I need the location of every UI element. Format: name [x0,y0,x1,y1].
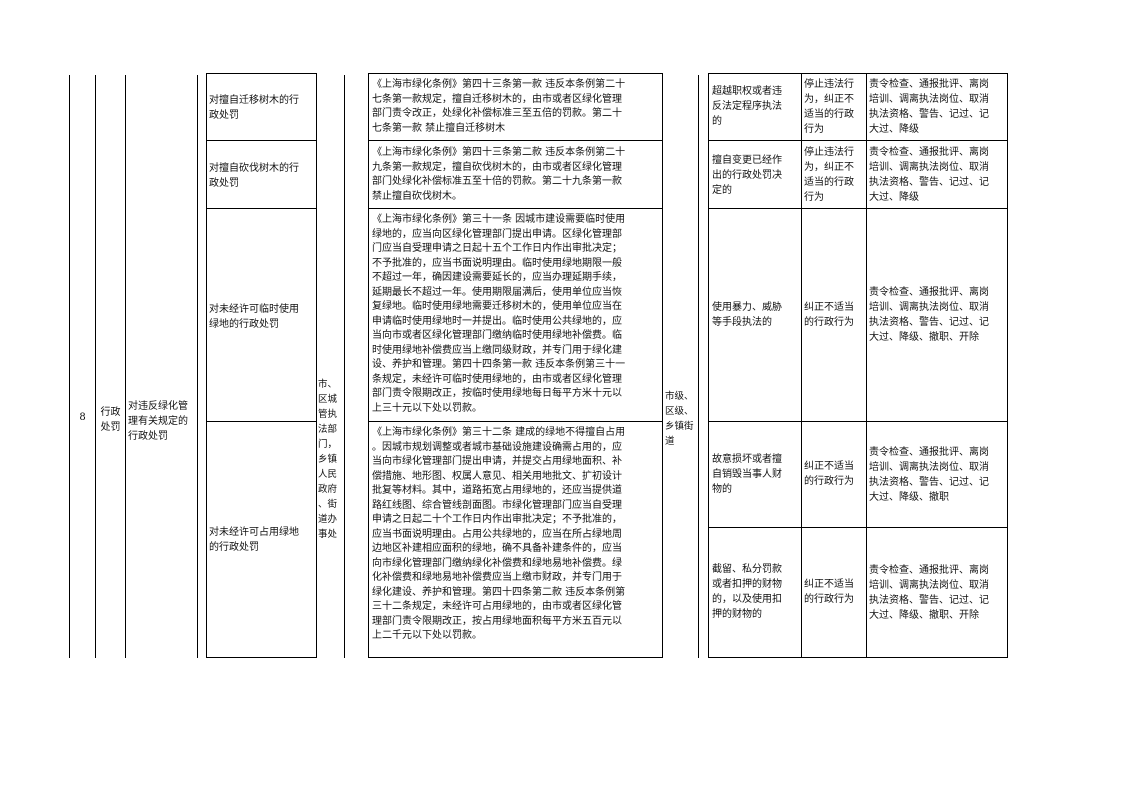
responsibility-sanction: 责令检查、通报批评、离岗 培训、调离执法岗位、取消 执法资格、警告、记过、记 大… [869,565,989,621]
legal-basis: 《上海市绿化条例》第四十三条第二款 违反本条例第二十 九条第一款规定，擅自砍伐树… [372,147,626,202]
responsibility-circumstance: 超越职权或者违 反法定程序执法 的 [712,86,782,127]
grid-line [708,140,1008,141]
grid-line [368,73,663,74]
grid-line [125,75,126,658]
grid-line [368,657,663,658]
responsibility-violation: 纠正不适当 的行政行为 [804,579,854,605]
grid-line [662,73,663,658]
grid-line [206,657,317,658]
grid-line [708,527,1008,528]
grid-line [206,421,317,422]
row-item: 对违反绿化管 理有关规定的 行政处罚 [128,401,188,442]
responsibility-sanction: 责令检查、通报批评、离岗 培训、调离执法岗位、取消 执法资格、警告、记过、记 大… [869,287,989,343]
responsibility-violation: 停止违法行 为，纠正不 适当的行政 行为 [804,147,854,203]
sub-item-name: 对擅自迁移树木的行 政处罚 [209,95,299,121]
grid-line [698,75,699,658]
responsibility-circumstance: 擅自变更已经作 出的行政处罚决 定的 [712,155,782,196]
responsibility-circumstance: 截留、私分罚款 或者扣押的财物 的，以及使用扣 押的财物的 [712,564,782,620]
grid-line [368,421,663,422]
grid-line [95,75,96,658]
grid-line [708,73,1008,74]
responsibility-violation: 停止违法行 为，纠正不 适当的行政 行为 [804,79,854,135]
grid-line [368,140,663,141]
grid-line [197,75,198,658]
responsibility-sanction: 责令检查、通报批评、离岗 培训、调离执法岗位、取消 执法资格、警告、记过、记 大… [869,447,989,503]
grid-line [708,657,1008,658]
legal-basis: 《上海市绿化条例》第四十三条第一款 违反本条例第二十 七条第一款规定，擅自迁移树… [372,79,626,134]
grid-line [866,73,867,658]
responsibility-violation: 纠正不适当 的行政行为 [804,461,854,487]
legal-basis: 《上海市绿化条例》第三十一条 因城市建设需要临时使用 绿地的，应当向区绿化管理部… [372,214,626,414]
responsibility-violation: 纠正不适当 的行政行为 [804,302,854,328]
grid-line [206,73,317,74]
row-category: 行政 处罚 [100,407,121,433]
row-level: 市级、 区级、 乡镇街 道 [665,391,694,447]
responsibility-sanction: 责令检查、通报批评、离岗 培训、调离执法岗位、取消 执法资格、警告、记过、记 大… [869,79,989,135]
grid-line [368,208,663,209]
grid-line [1007,73,1008,658]
grid-line [206,140,317,141]
legal-basis: 《上海市绿化条例》第三十二条 建成的绿地不得擅自占用 。因城市规划调整或者城市基… [372,427,626,641]
sub-item-name: 对擅自砍伐树木的行 政处罚 [209,163,299,189]
sub-item-name: 对未经许可占用绿地 的行政处罚 [209,527,299,553]
responsibility-circumstance: 使用暴力、威胁 等手段执法的 [712,302,782,328]
grid-line [344,75,345,658]
grid-line [708,421,1008,422]
row-number: 8 [79,412,86,423]
grid-line [708,73,709,658]
sub-item-name: 对未经许可临时使用 绿地的行政处罚 [209,304,299,330]
grid-line [708,208,1008,209]
grid-line [368,73,369,658]
grid-line [316,73,317,658]
responsibility-sanction: 责令检查、通报批评、离岗 培训、调离执法岗位、取消 执法资格、警告、记过、记 大… [869,147,989,203]
row-subject: 市、区城 管执法部 门，乡镇 人民政府 、街道办 事处 [318,379,338,540]
grid-line [206,208,317,209]
grid-line [801,73,802,658]
grid-line [69,75,70,658]
responsibility-circumstance: 故意损坏或者擅 自销毁当事人财 物的 [712,454,782,495]
grid-line [206,73,207,658]
